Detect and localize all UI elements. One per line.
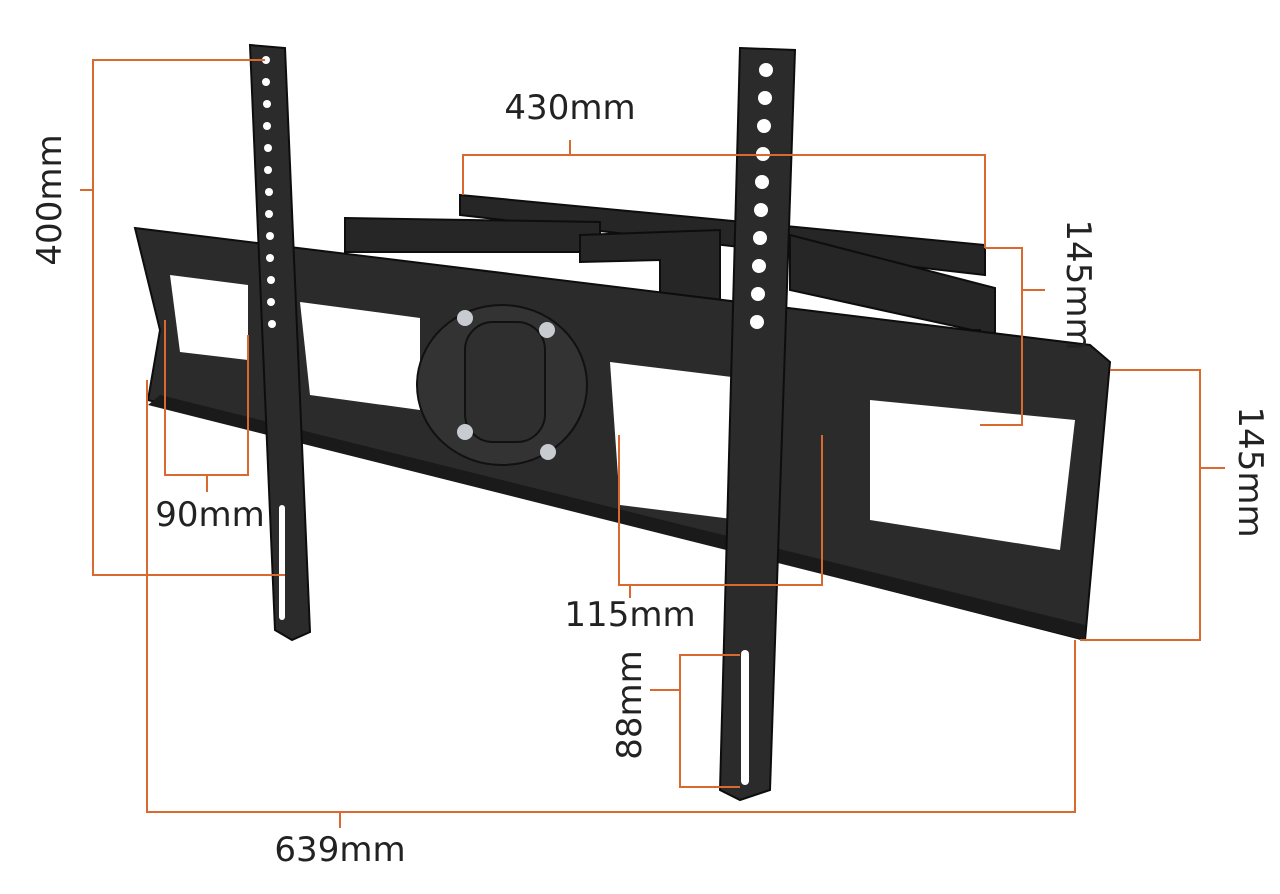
- vertical-strips: [248, 43, 797, 802]
- dim-145mm-arm-line: [980, 247, 1023, 426]
- strip-holes: [262, 56, 773, 785]
- dim-145mm-arm-label: 145mm: [1058, 219, 1098, 351]
- dim-400mm-line: [92, 59, 285, 576]
- dimension-lines: [80, 59, 1225, 828]
- dim-145mm-plate-label: 145mm: [1230, 406, 1270, 538]
- dim-430mm-line: [462, 154, 986, 248]
- dim-88mm-line: [679, 654, 740, 788]
- dim-430mm-label: 430mm: [504, 88, 636, 128]
- dim-639mm-label: 639mm: [274, 830, 406, 870]
- dim-115mm-line: [618, 435, 823, 586]
- dim-88mm-label: 88mm: [610, 650, 650, 760]
- dim-400mm-label: 400mm: [30, 134, 70, 266]
- dim-145mm-plate-line: [1080, 369, 1201, 641]
- main-plate: [133, 226, 1112, 642]
- dim-639mm-line: [146, 380, 1076, 813]
- dim-90mm-label: 90mm: [155, 495, 265, 535]
- dim-115mm-label: 115mm: [564, 595, 696, 635]
